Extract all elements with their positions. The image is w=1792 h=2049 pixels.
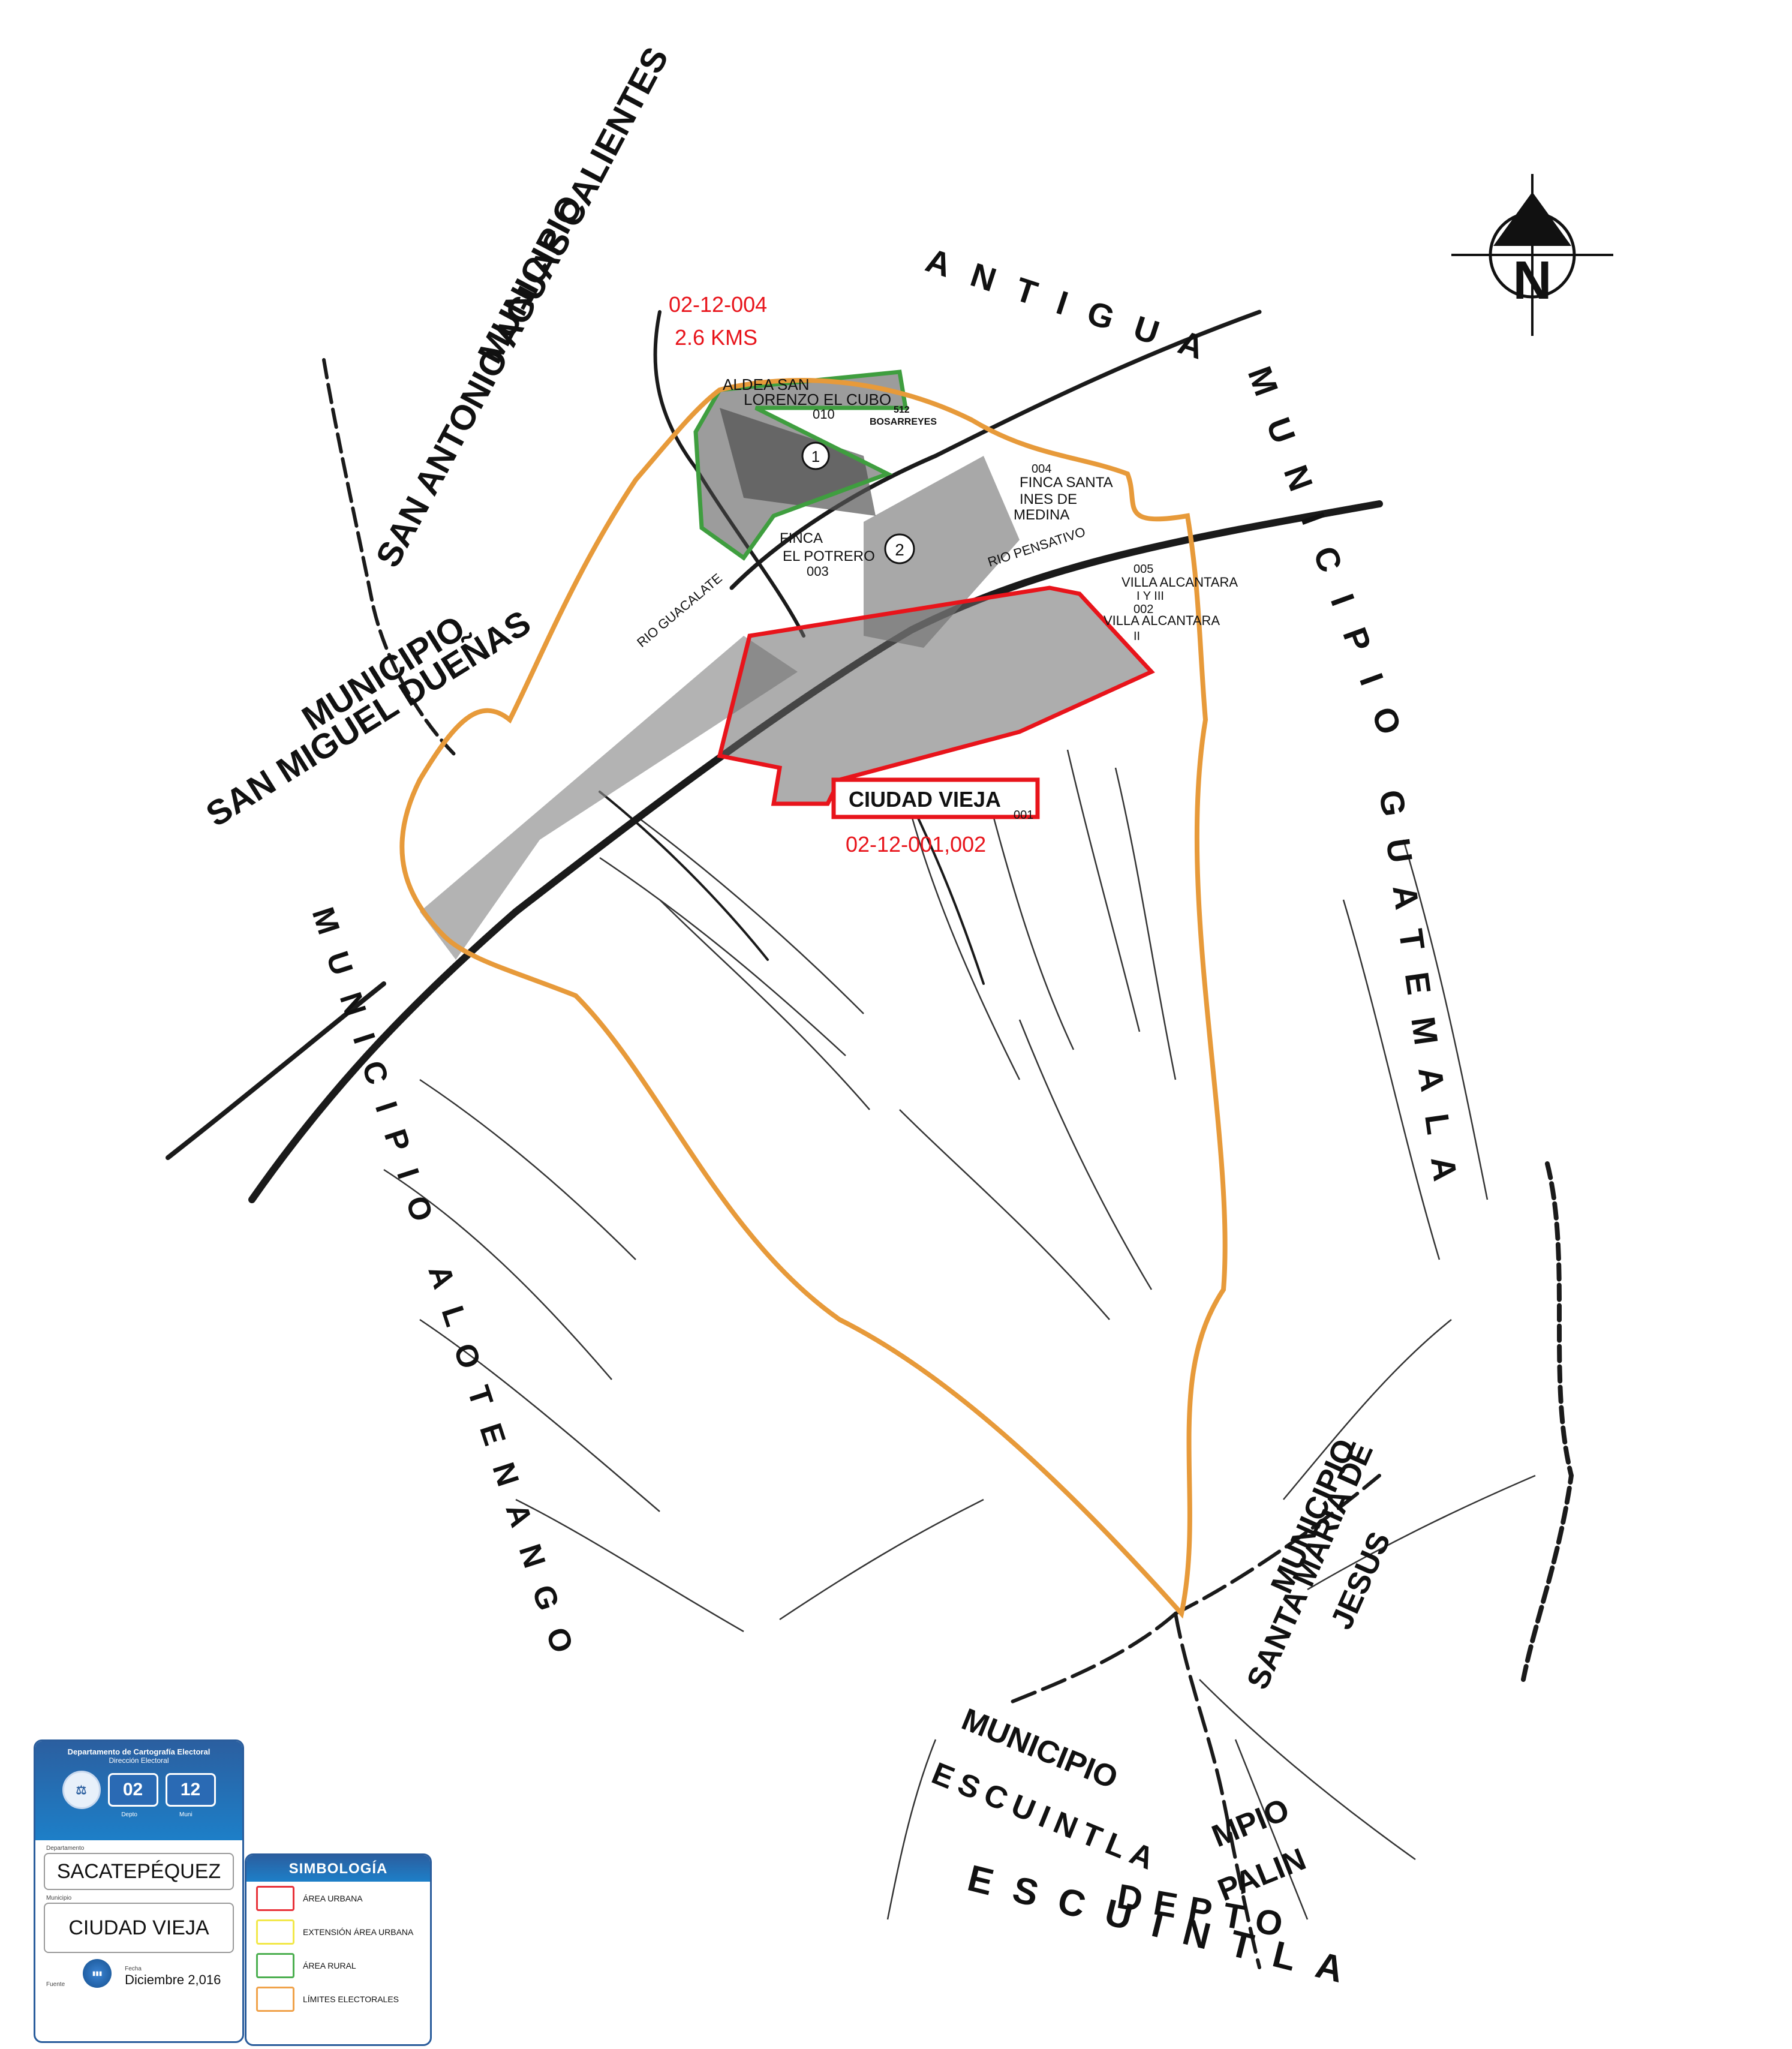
municipio-guatemala-label-1: MUNICIPIO	[1241, 362, 1418, 764]
fecha-value: Diciembre 2,016	[125, 1972, 221, 1987]
legend-label: LÍMITES ELECTORALES	[303, 1994, 399, 2004]
legend-item: LÍMITES ELECTORALES	[256, 1982, 430, 2016]
info-panel: Departamento de Cartografía Electoral Di…	[34, 1739, 244, 2043]
info-footer: Fuente ▮▮▮ Fecha Diciembre 2,016	[46, 1959, 234, 1988]
fecha-caption: Fecha	[125, 1966, 142, 1972]
streams	[383, 749, 1536, 1920]
depto-code: 02	[107, 1773, 158, 1807]
legend-title: SIMBOLOGÍA	[246, 1855, 430, 1882]
info-panel-header: Departamento de Cartografía Electoral Di…	[35, 1741, 242, 1840]
departamento-value: SACATEPÉQUEZ	[44, 1853, 234, 1890]
villa-2-code: 002	[1133, 603, 1153, 616]
cartography-title: Departamento de Cartografía Electoral	[67, 1747, 211, 1756]
seal-icon: ⚖	[62, 1771, 101, 1809]
villa-2-label: VILLA ALCANTARA	[1104, 613, 1220, 628]
legend-swatch-urban	[256, 1886, 294, 1911]
legend-swatch-rural	[256, 1953, 294, 1978]
alotenango-label: MUNICIPIO ALOTENANGO	[305, 903, 586, 1677]
villa-2-sub: II	[1133, 630, 1140, 643]
ciudad-vieja-code: 001	[1014, 809, 1033, 822]
mpio-label: MPIO	[1207, 1792, 1294, 1855]
map-labels: ANTIGUA MUNICIPIO SAN ANTONIO AGUAS CALI…	[199, 41, 1468, 1996]
legend-swatch-extension	[256, 1919, 294, 1945]
aldea-code: 010	[813, 407, 835, 422]
fuente-caption: Fuente	[46, 1981, 65, 1988]
ciudad-vieja-box	[831, 777, 1040, 819]
san-miguel-duenas-label: SAN MIGUEL DUEÑAS	[199, 603, 537, 834]
san-antonio-label: SAN ANTONIO AGUAS CALIENTES	[368, 41, 676, 573]
escuintla-depto-label: ESCUINTLA	[964, 1858, 1369, 1996]
legend-item: ÁREA RURAL	[256, 1949, 430, 1982]
rural-code-label: 02-12-004	[669, 292, 767, 317]
finca-santa-label-3: MEDINA	[1014, 507, 1069, 523]
aldea-label-2: LORENZO EL CUBO	[744, 390, 891, 408]
aldea-label-1: ALDEA SAN	[723, 375, 810, 393]
villa-1-sub: I Y III	[1136, 590, 1164, 603]
antigua-label: ANTIGUA	[921, 241, 1230, 373]
electoral-limit	[399, 378, 1228, 1619]
rio-guacalate-label: RIO GUACALATE	[634, 570, 725, 650]
legend: SIMBOLOGÍA ÁREA URBANA EXTENSIÓN ÁREA UR…	[245, 1853, 432, 2046]
zone-2-label: 2	[895, 540, 904, 559]
finca-santa-label: FINCA SANTA	[1020, 474, 1113, 491]
legend-label: ÁREA RURAL	[303, 1961, 356, 1970]
code-row: ⚖ 02 12	[35, 1771, 242, 1809]
villa-1-code: 005	[1133, 563, 1153, 576]
bosarreyes-label: BOSARREYES	[870, 417, 937, 427]
urban-area	[717, 585, 1155, 819]
ciudad-vieja-label: CIUDAD VIEJA	[849, 787, 1001, 812]
rural-distance-label: 2.6 KMS	[675, 325, 757, 350]
rural-area	[693, 369, 909, 561]
finca-potrero-code: 003	[807, 564, 829, 579]
code-captions: Depto Muni	[71, 1811, 242, 1818]
municipio-guatemala-label-2: GUATEMALA	[1372, 788, 1468, 1206]
north-arrow: N	[1451, 174, 1613, 336]
departamento-caption: Departamento	[46, 1845, 85, 1852]
muni-code: 12	[165, 1773, 216, 1807]
urban-codes-label: 02-12-001,002	[846, 832, 986, 857]
tse-logo-icon: ▮▮▮	[83, 1959, 112, 1988]
electoral-subtitle: Dirección Electoral	[109, 1756, 169, 1765]
finca-santa-label-2: INES DE	[1020, 491, 1077, 507]
legend-label: ÁREA URBANA	[303, 1894, 363, 1903]
depto-caption: Depto	[121, 1811, 137, 1818]
finca-santa-code: 004	[1032, 462, 1051, 476]
north-label: N	[1513, 251, 1552, 311]
municipio-value: CIUDAD VIEJA	[44, 1903, 234, 1953]
legend-item: ÁREA URBANA	[256, 1882, 430, 1915]
escuintla-municipio-label-2: ESCUINTLA	[927, 1756, 1166, 1879]
municipio-caption: Municipio	[46, 1895, 72, 1901]
legend-label: EXTENSIÓN ÁREA URBANA	[303, 1927, 414, 1937]
villa-1-label: VILLA ALCANTARA	[1121, 575, 1238, 590]
bosarreyes-number: 512	[894, 405, 910, 415]
legend-item: EXTENSIÓN ÁREA URBANA	[256, 1915, 430, 1949]
muni-caption: Muni	[179, 1811, 193, 1818]
finca-potrero-label-2: EL POTRERO	[783, 548, 875, 564]
legend-swatch-limits	[256, 1987, 294, 2012]
zone-1-label: 1	[811, 447, 820, 465]
finca-potrero-label-1: FINCA	[780, 530, 823, 546]
